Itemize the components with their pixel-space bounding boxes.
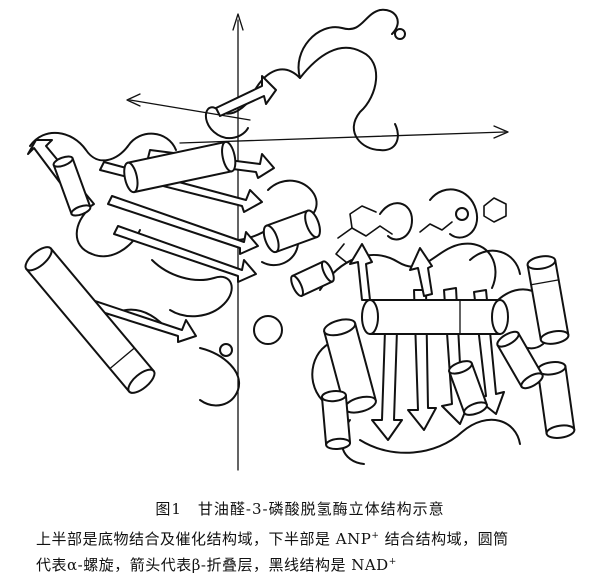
- helix-cylinder: [320, 390, 352, 450]
- coil: [199, 347, 241, 407]
- helix-cylinder: [24, 246, 156, 394]
- diagonal-axis: [129, 99, 251, 121]
- coil: [359, 418, 521, 454]
- caption-line-1-text-end: 结合结构域，圆筒: [379, 530, 509, 548]
- caption-line-1-text: 上半部是底物结合及催化结构域，下半部是 ANP: [36, 530, 372, 548]
- coil: [319, 242, 497, 291]
- nad-ligand: [335, 197, 507, 263]
- beta-strand-arrow: [107, 195, 259, 255]
- coil: [151, 259, 233, 318]
- coil: [29, 131, 177, 162]
- helix-cylinder: [536, 361, 576, 439]
- coil: [249, 46, 399, 152]
- horizontal-axis: [179, 131, 506, 144]
- beta-strand-arrow: [215, 75, 277, 117]
- vertical-axis-arrowhead: [232, 13, 244, 31]
- horizontal-axis-arrowhead: [493, 125, 509, 139]
- helix-cylinder: [496, 330, 544, 390]
- ligand-ring: [483, 197, 507, 223]
- helix-cylinder: [52, 155, 92, 217]
- loop: [394, 28, 406, 40]
- lower-domain-helices: [290, 255, 576, 450]
- helix-cylinder: [323, 318, 377, 414]
- upper-domain-helices: [24, 140, 321, 394]
- caption-line-1-superscript: +: [371, 531, 380, 541]
- helix-cylinder: [262, 209, 321, 254]
- ligand-bonds: [419, 221, 453, 233]
- caption-line-2-text: 代表α-螺旋，箭头代表β-折叠层，黑线结构是 NAD: [36, 556, 389, 574]
- coil: [204, 99, 251, 140]
- caption-title: 图1 甘油醛-3-磷酸脱氢酶立体结构示意: [155, 500, 445, 518]
- coil: [297, 8, 399, 79]
- coil: [429, 188, 479, 239]
- caption-line-2: 代表α-螺旋，箭头代表β-折叠层，黑线结构是 NAD+: [36, 554, 596, 575]
- helix-cylinder: [361, 299, 509, 335]
- helix-cylinder: [526, 255, 570, 345]
- diagonal-axis-arrowhead: [126, 93, 141, 107]
- caption-line-1: 上半部是底物结合及催化结构域，下半部是 ANP+ 结合结构域，圆筒: [36, 528, 596, 549]
- loop: [253, 315, 283, 345]
- loop: [455, 207, 469, 221]
- beta-strand-arrow: [349, 243, 373, 301]
- ligand-bonds: [335, 243, 347, 263]
- protein-structure-diagram: [24, 8, 576, 471]
- ligand-bonds: [349, 205, 377, 229]
- figure-caption: 图1 甘油醛-3-磷酸脱氢酶立体结构示意 上半部是底物结合及催化结构域，下半部是…: [0, 492, 600, 580]
- loop: [219, 343, 233, 357]
- beta-strand-arrow: [409, 247, 433, 297]
- beta-strand-arrow: [113, 225, 257, 283]
- helix-cylinder: [123, 140, 237, 194]
- coil: [75, 207, 141, 258]
- helix-cylinder: [448, 360, 488, 416]
- caption-line-2-superscript: +: [388, 557, 397, 567]
- helix-cylinder: [290, 260, 335, 297]
- ligand-bonds: [337, 225, 393, 239]
- coil: [469, 249, 521, 275]
- coil: [379, 202, 413, 241]
